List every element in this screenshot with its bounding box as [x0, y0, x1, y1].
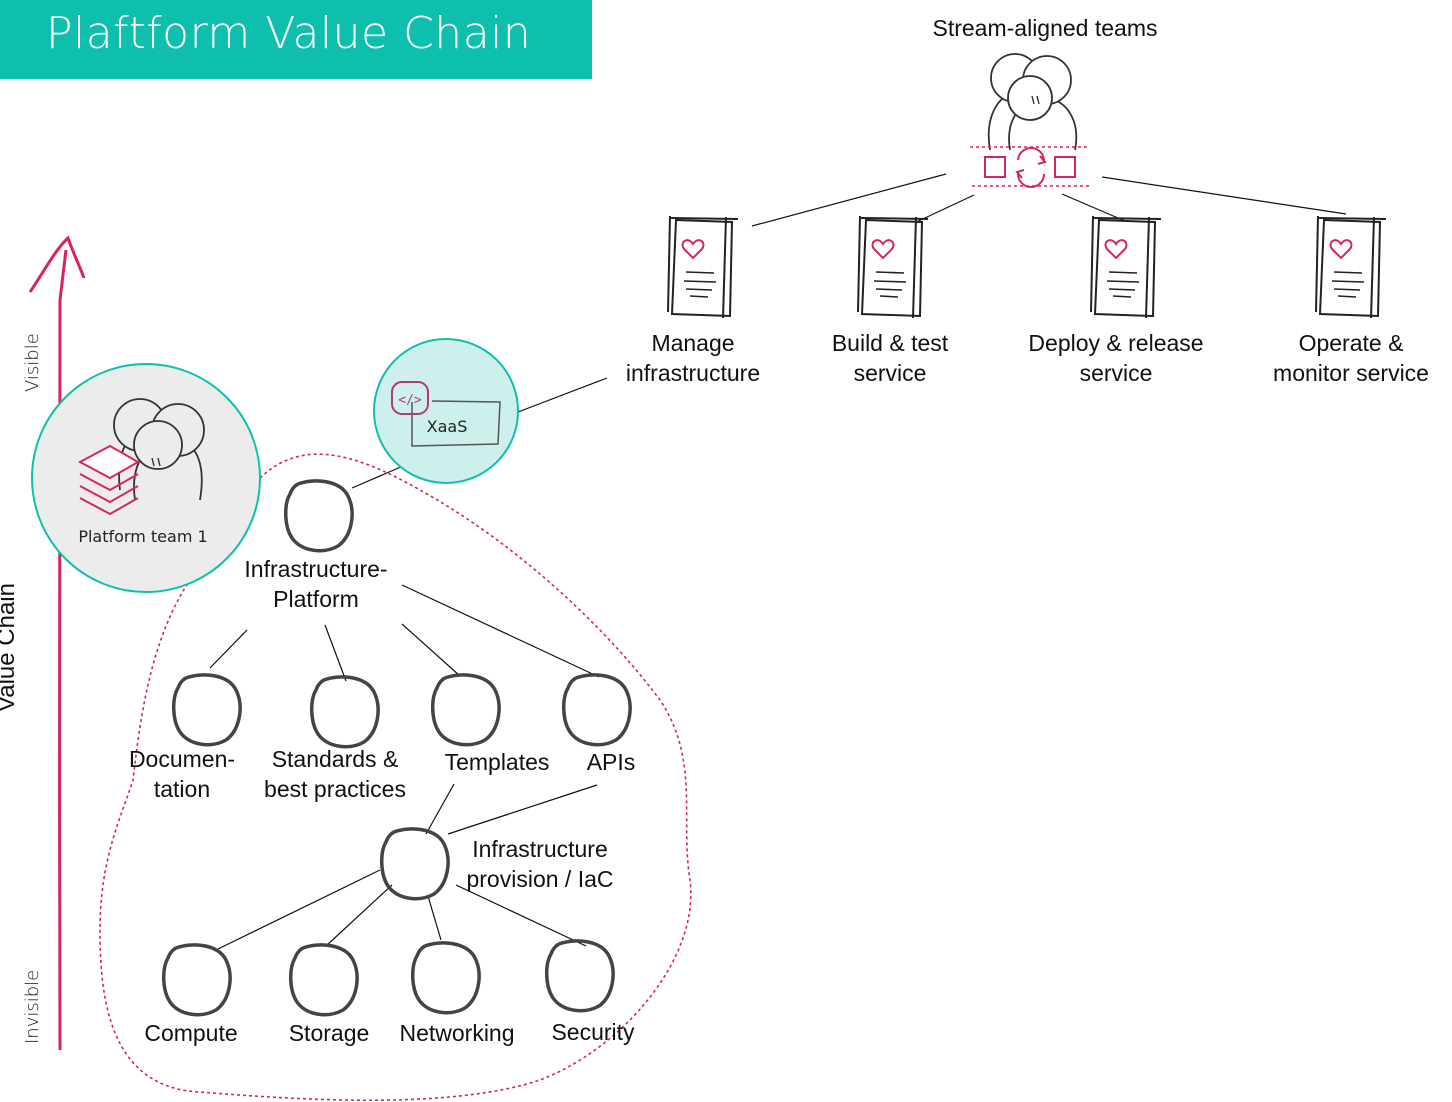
axis-title: Value Chain [0, 583, 20, 712]
platform-label-line1: Infrastructure- [244, 556, 387, 582]
connector-lines [209, 173, 1347, 950]
platform-team-label: Platform team 1 [78, 527, 207, 546]
axis-visible-label: Visible [22, 333, 43, 392]
iac-label-line2: provision / IaC [466, 866, 613, 892]
service-doc-icon [667, 215, 739, 319]
offering-node-icon [430, 673, 501, 747]
xaas-bubble: </> XaaS [373, 338, 519, 484]
code-icon [391, 381, 429, 415]
service-label-line1: Build & test [832, 330, 949, 356]
value-chain-axis-line [57, 249, 68, 1051]
platform-node-icon [283, 479, 354, 553]
platform-team-bubble: Platform team 1 [31, 363, 261, 593]
offering-label-line2: tation [154, 776, 210, 802]
iac-node-icon [379, 827, 450, 901]
service-label-line2: infrastructure [626, 360, 760, 386]
foundation-label: Networking [399, 1020, 514, 1046]
offering-label-line1: Standards & [272, 746, 399, 772]
foundation-label: Compute [144, 1020, 237, 1046]
iac-label-line1: Infrastructure [472, 836, 608, 862]
service-label-line2: monitor service [1273, 360, 1429, 386]
foundation-label: Storage [289, 1020, 370, 1046]
offering-label-line1: Documen- [129, 746, 235, 772]
service-label-line1: Operate & [1299, 330, 1404, 356]
code-icon-glyph: </> [398, 393, 422, 408]
offering-node-icon [309, 675, 380, 749]
offering-label-line1: Templates [445, 749, 550, 775]
foundation-label: Security [551, 1019, 635, 1045]
foundation-node-icon [410, 941, 481, 1015]
service-doc-icon [1090, 215, 1162, 319]
layers-icon [77, 444, 141, 516]
axis-invisible-label: Invisible [22, 970, 43, 1044]
stream-aligned-teams-label: Stream-aligned teams [933, 15, 1158, 41]
service-label-line1: Manage [651, 330, 734, 356]
foundation-node-icon [161, 943, 232, 1017]
stream-aligned-team-icon [987, 53, 1078, 151]
service-label-line2: service [854, 360, 927, 386]
service-label-line2: service [1080, 360, 1153, 386]
offering-label-line2: best practices [264, 776, 406, 802]
page-title: Plaftform Value Chain [46, 8, 532, 59]
stream-aligned-flow-icon [970, 146, 1090, 188]
xaas-label: XaaS [427, 417, 468, 436]
offering-node-icon [561, 673, 632, 747]
title-banner: Plaftform Value Chain [0, 0, 592, 79]
platform-boundary [99, 453, 692, 1102]
foundation-node-icon [544, 939, 615, 1013]
offering-label-line1: APIs [587, 749, 636, 775]
service-doc-icon [857, 215, 929, 319]
service-doc-icon [1315, 215, 1387, 319]
value-chain-arrowhead [28, 235, 86, 293]
foundation-node-icon [288, 943, 359, 1017]
service-label-line1: Deploy & release [1028, 330, 1203, 356]
offering-node-icon [171, 673, 242, 747]
platform-label-line2: Platform [273, 586, 359, 612]
